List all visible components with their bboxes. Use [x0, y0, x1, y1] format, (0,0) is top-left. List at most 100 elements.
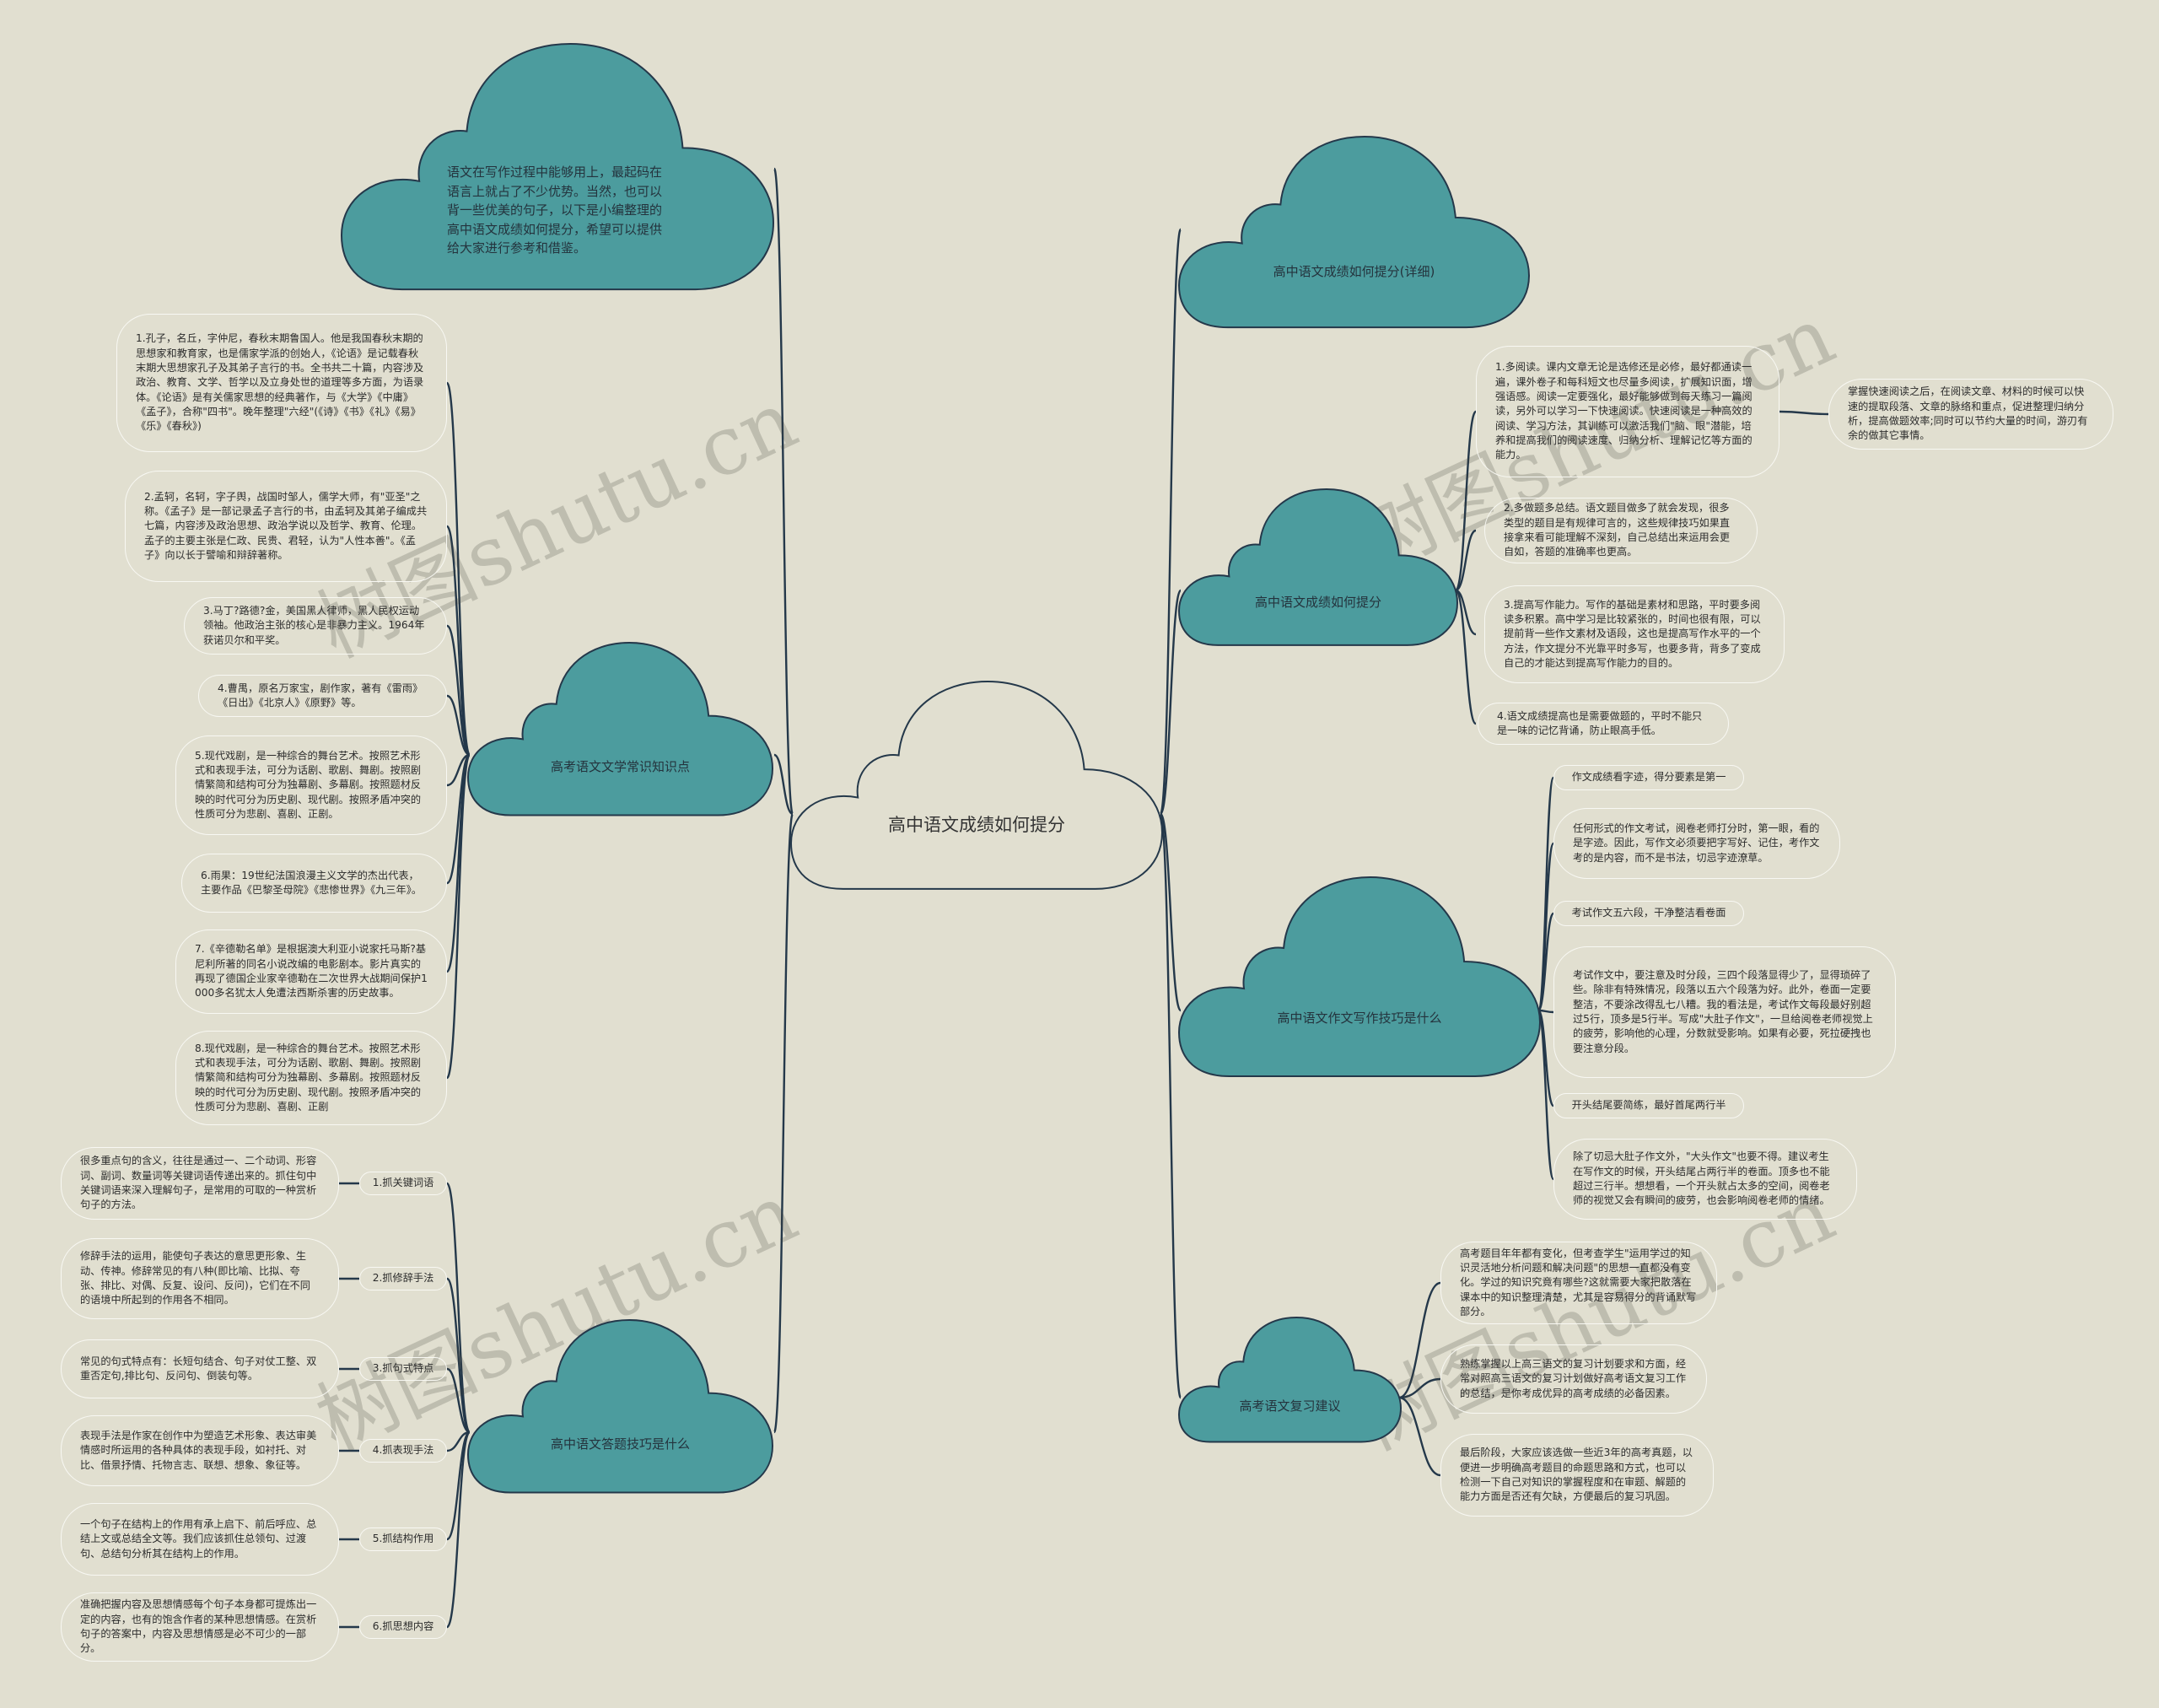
writing-item[interactable]: 除了切忌大肚子作文外，"大头作文"也要不得。建议考生在写作文的时候，开头结尾占两… — [1553, 1139, 1857, 1220]
intro-node[interactable]: 语文在写作过程中能够用上，最起码在语言上就占了不少优势。当然，也可以背一些优美的… — [342, 44, 773, 294]
cloud-shape — [1179, 489, 1457, 648]
connector-line — [1537, 776, 1555, 1012]
branch-review[interactable]: 高考语文复习建议 — [1179, 1317, 1401, 1444]
connector-line — [445, 381, 471, 757]
writing-item[interactable]: 任何形式的作文考试，阅卷老师打分时，第一眼，看的是字迹。因此，写作文必须要把字写… — [1553, 808, 1840, 879]
cloud-shape — [1179, 877, 1540, 1080]
review-item[interactable]: 高考题目年年都有变化，但考查学生"运用学过的知识灵活地分析问题和解决问题"的思想… — [1440, 1242, 1717, 1324]
branch-answering[interactable]: 高中语文答题技巧是什么 — [468, 1320, 773, 1495]
improve-item[interactable]: 1.多阅读。课内文章无论是选修还是必修，最好都通读一遍，课外卷子和每科短文也尽量… — [1476, 346, 1779, 477]
connector-line — [773, 753, 794, 816]
improve-item[interactable]: 3.提高写作能力。写作的基础是素材和思路，平时要多阅读多积累。高中学习是比较紧张… — [1484, 585, 1785, 683]
root-title: 高中语文成绩如何提分 — [888, 814, 1065, 835]
literature-item[interactable]: 2.孟轲，名轲，字子舆，战国时邹人，儒学大师，有"亚圣"之称。《孟子》是一部记录… — [125, 471, 447, 582]
root-node[interactable]: 高中语文成绩如何提分 — [791, 682, 1162, 892]
connector-line — [446, 694, 471, 757]
review-item-text: 熟练掌握以上高三语文的复习计划要求和方面，经常对照高三语文的复习计划做好高考语文… — [1460, 1358, 1687, 1399]
connector-line — [1537, 1009, 1554, 1014]
answering-desc[interactable]: 很多重点句的含义，往往是通过一、二个动词、形容词、副词、数量词等关键词语传递出来… — [61, 1147, 339, 1220]
connector-line — [445, 1277, 471, 1434]
connector-line — [1779, 410, 1829, 416]
connector-line — [445, 1182, 471, 1434]
branch-improve[interactable]: 高中语文成绩如何提分 — [1179, 489, 1457, 648]
cloud-shape — [1179, 1317, 1401, 1444]
connector-line — [1159, 812, 1182, 1399]
writing-item-text: 作文成绩看字迹，得分要素是第一 — [1571, 771, 1726, 784]
literature-item[interactable]: 4.曹禺，原名万家宝，剧作家，著有《雷雨》《日出》《北京人》《原野》等。 — [198, 675, 447, 717]
answering-category[interactable]: 4.抓表现手法 — [359, 1439, 447, 1463]
improve-extra[interactable]: 掌握快速阅读之后，在阅读文章、材料的时候可以快速的提取段落、文章的脉络和重点，促… — [1828, 379, 2113, 450]
cloud-shape — [342, 44, 773, 294]
answering-category[interactable]: 1.抓关键词语 — [359, 1172, 447, 1195]
connector-line — [1537, 1009, 1555, 1181]
literature-item[interactable]: 5.现代戏剧，是一种综合的舞台艺术。按照艺术形式和表现手法，可分为话剧、歌剧、舞… — [175, 735, 447, 835]
literature-item-text: 7.《辛德勒名单》是根据澳大利亚小说家托马斯?基尼利所著的同名小说改编的电影剧本… — [195, 943, 428, 999]
writing-item-text: 任何形式的作文考试，阅卷老师打分时，第一眼，看的是字迹。因此，写作文必须要把字写… — [1573, 822, 1820, 864]
branch-literature-label: 高考语文文学常识知识点 — [550, 759, 690, 775]
literature-item-text: 8.现代戏剧，是一种综合的舞台艺术。按照艺术形式和表现手法，可分为话剧、歌剧、舞… — [195, 1042, 422, 1113]
improve-extra-text: 掌握快速阅读之后，在阅读文章、材料的时候可以快速的提取段落、文章的脉络和重点，促… — [1848, 385, 2088, 442]
writing-item[interactable]: 开头结尾要简练，最好首尾两行半 — [1553, 1093, 1744, 1118]
answering-category-label: 5.抓结构作用 — [372, 1533, 434, 1545]
branch-writing-label: 高中语文作文写作技巧是什么 — [1277, 1010, 1442, 1026]
writing-item[interactable]: 考试作文中，要注意及时分段，三四个段落显得少了，显得琐碎了些。除非有特殊情况，段… — [1553, 946, 1896, 1078]
branch-writing[interactable]: 高中语文作文写作技巧是什么 — [1179, 877, 1540, 1080]
writing-item[interactable]: 考试作文五六段，干净整洁看卷面 — [1553, 901, 1744, 926]
writing-item-text: 考试作文中，要注意及时分段，三四个段落显得少了，显得琐碎了些。除非有特殊情况，段… — [1573, 969, 1873, 1054]
answering-desc[interactable]: 准确把握内容及思想情感每个句子本身都可提炼出一定的内容，也有的饱含作者的某种思想… — [61, 1592, 339, 1662]
answering-category-label: 6.抓思想内容 — [372, 1620, 434, 1633]
answering-category-label: 4.抓表现手法 — [372, 1444, 434, 1457]
improve-item-text: 1.多阅读。课内文章无论是选修还是必修，最好都通读一遍，课外卷子和每科短文也尽量… — [1495, 361, 1753, 461]
answering-category-label: 1.抓关键词语 — [372, 1177, 434, 1189]
literature-item[interactable]: 7.《辛德勒名单》是根据澳大利亚小说家托马斯?基尼利所著的同名小说改编的电影剧本… — [175, 929, 447, 1014]
literature-item-text: 3.马丁?路德?金，美国黑人律师，黑人民权运动领袖。他政治主张的核心是非暴力主义… — [203, 605, 425, 646]
answering-category[interactable]: 6.抓思想内容 — [359, 1615, 447, 1639]
answering-desc[interactable]: 一个句子在结构上的作用有承上启下、前后呼应、总结上文或总结全文等。我们应该抓住总… — [61, 1503, 339, 1576]
answering-desc-text: 修辞手法的运用，能使句子表达的意思更形象、生动、传神。修辞常见的有八种(即比喻、… — [80, 1250, 310, 1307]
improve-item-text: 2.多做题多总结。语文题目做多了就会发现，很多类型的题目是有规律可言的，这些规律… — [1504, 502, 1731, 558]
connector-line — [1454, 589, 1478, 725]
answering-category[interactable]: 3.抓句式特点 — [359, 1357, 447, 1381]
branch-review-label: 高考语文复习建议 — [1239, 1398, 1341, 1414]
branch-detail[interactable]: 高中语文成绩如何提分(详细) — [1179, 137, 1529, 331]
branch-detail-label: 高中语文成绩如何提分(详细) — [1273, 263, 1435, 279]
review-item[interactable]: 最后阶段，大家应该选做一些近3年的高考真题，以便进一步明确高考题目的命题思路和方… — [1440, 1434, 1714, 1517]
connector-line — [773, 167, 794, 816]
literature-item[interactable]: 6.雨果：19世纪法国浪漫主义文学的杰出代表，主要作品《巴黎圣母院》《悲惨世界》… — [181, 854, 447, 913]
connector-line — [1159, 228, 1182, 816]
answering-desc[interactable]: 表现手法是作家在创作中为塑造艺术形象、表达审美情感时所运用的各种具体的表现手段，… — [61, 1415, 339, 1486]
writing-item-text: 除了切忌大肚子作文外，"大头作文"也要不得。建议考生在写作文的时候，开头结尾占两… — [1573, 1150, 1830, 1207]
improve-item-text: 3.提高写作能力。写作的基础是素材和思路，平时要多阅读多积累。高中学习是比较紧张… — [1504, 598, 1761, 669]
improve-item-text: 4.语文成绩提高也是需要做题的，平时不能只是一味的记忆背诵，防止眼高手低。 — [1497, 709, 1703, 736]
improve-item[interactable]: 2.多做题多总结。语文题目做多了就会发现，很多类型的题目是有规律可言的，这些规律… — [1484, 498, 1758, 563]
answering-category[interactable]: 2.抓修辞手法 — [359, 1267, 447, 1290]
improve-item[interactable]: 4.语文成绩提高也是需要做题的，平时不能只是一味的记忆背诵，防止眼高手低。 — [1478, 703, 1729, 745]
answering-category[interactable]: 5.抓结构作用 — [359, 1528, 447, 1551]
literature-item-text: 2.孟轲，名轲，字子舆，战国时邹人，儒学大师，有"亚圣"之称。《孟子》是一部记录… — [144, 490, 428, 561]
connector-line — [446, 1367, 471, 1434]
cloud-shape — [468, 643, 773, 818]
literature-item-text: 1.孔子，名丘，字仲尼，春秋末期鲁国人。他是我国春秋末期的思想家和教育家，也是儒… — [136, 332, 424, 433]
answering-desc[interactable]: 修辞手法的运用，能使句子表达的意思更形象、生动、传神。修辞常见的有八种(即比喻、… — [61, 1238, 339, 1319]
literature-item-text: 6.雨果：19世纪法国浪漫主义文学的杰出代表，主要作品《巴黎圣母院》《悲惨世界》… — [201, 869, 423, 896]
writing-item[interactable]: 作文成绩看字迹，得分要素是第一 — [1553, 765, 1744, 790]
literature-item-text: 5.现代戏剧，是一种综合的舞台艺术。按照艺术形式和表现手法，可分为话剧、歌剧、舞… — [195, 749, 422, 820]
answering-desc[interactable]: 常见的句式特点有：长短句结合、句子对仗工整、双重否定句,排比句、反问句、倒装句等… — [61, 1339, 339, 1398]
review-item[interactable]: 熟练掌握以上高三语文的复习计划要求和方面，经常对照高三语文的复习计划做好高考语文… — [1440, 1344, 1707, 1414]
literature-item-text: 4.曹禺，原名万家宝，剧作家，著有《雷雨》《日出》《北京人》《原野》等。 — [218, 682, 423, 709]
cloud-shape — [791, 682, 1162, 892]
branch-literature[interactable]: 高考语文文学常识知识点 — [468, 643, 773, 818]
literature-item[interactable]: 1.孔子，名丘，字仲尼，春秋末期鲁国人。他是我国春秋末期的思想家和教育家，也是儒… — [116, 314, 447, 452]
connector-line — [1398, 1396, 1441, 1477]
literature-item[interactable]: 8.现代戏剧，是一种综合的舞台艺术。按照艺术形式和表现手法，可分为话剧、歌剧、舞… — [175, 1031, 447, 1125]
writing-item-text: 开头结尾要简练，最好首尾两行半 — [1571, 1099, 1726, 1112]
connector-line — [445, 753, 471, 1080]
branch-improve-label: 高中语文成绩如何提分 — [1254, 595, 1381, 611]
literature-item[interactable]: 3.马丁?路德?金，美国黑人律师，黑人民权运动领袖。他政治主张的核心是非暴力主义… — [184, 597, 447, 655]
answering-desc-text: 很多重点句的含义，往往是通过一、二个动词、形容词、副词、数量词等关键词语传递出来… — [80, 1155, 317, 1211]
answering-desc-text: 常见的句式特点有：长短句结合、句子对仗工整、双重否定句,排比句、反问句、倒装句等… — [80, 1355, 317, 1382]
intro-text: 语文在写作过程中能够用上，最起码在语言上就占了不少优势。当然，也可以背一些优美的… — [447, 164, 663, 256]
answering-category-label: 3.抓句式特点 — [372, 1362, 434, 1375]
